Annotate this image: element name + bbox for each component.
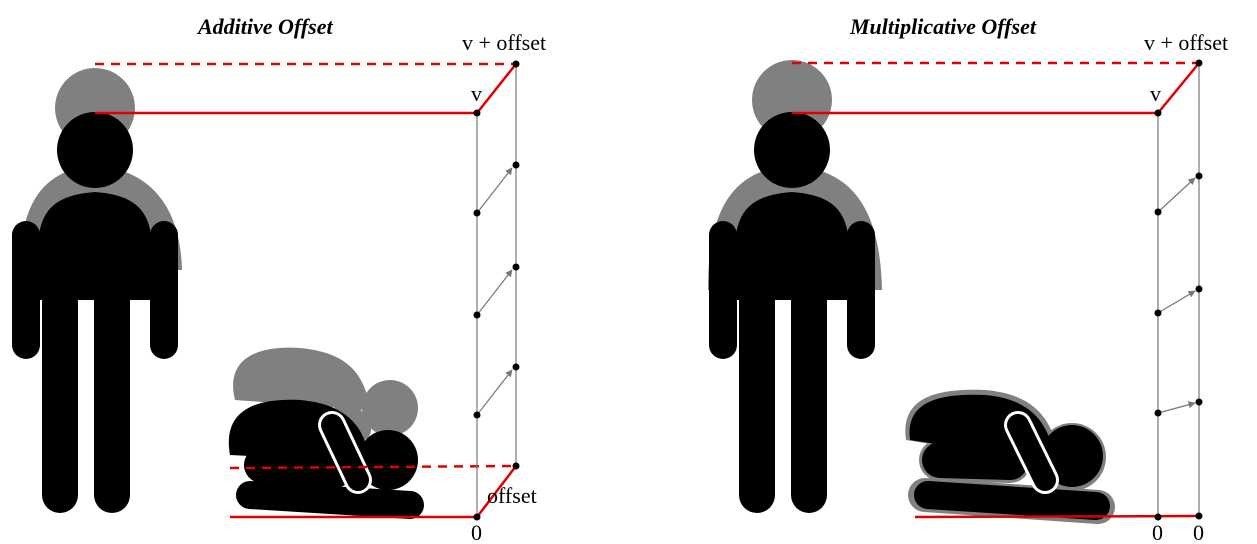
additive-title: Additive Offset — [196, 14, 334, 39]
standing-figure — [26, 112, 164, 495]
multiplicative-panel: Multiplicative Offset — [708, 14, 1228, 544]
zero-label: 0 — [471, 520, 482, 544]
v-plus-offset-label: v + offset — [1144, 30, 1228, 55]
scale-arrow — [1158, 178, 1195, 212]
v-plus-offset-label: v + offset — [462, 30, 546, 55]
multiplicative-points — [1155, 60, 1203, 521]
standing-figure — [723, 112, 861, 495]
top-offset-arrow — [1158, 63, 1199, 113]
shift-arrow — [477, 270, 512, 315]
v-label: v — [471, 81, 482, 106]
additive-axes — [477, 64, 516, 517]
zero-label: 0 — [1152, 520, 1163, 544]
zero-label: 0 — [1193, 520, 1204, 544]
scale-arrow — [1158, 291, 1195, 313]
shift-arrow — [477, 168, 512, 213]
v-label: v — [1150, 81, 1161, 106]
multiplicative-axes — [1158, 63, 1199, 517]
top-offset-arrow — [477, 64, 516, 113]
multiplicative-title: Multiplicative Offset — [849, 14, 1037, 39]
shift-arrow — [477, 370, 512, 415]
offset-label: offset — [487, 483, 537, 508]
scale-arrow — [1158, 403, 1195, 413]
additive-panel: Additive Offset — [20, 14, 546, 544]
